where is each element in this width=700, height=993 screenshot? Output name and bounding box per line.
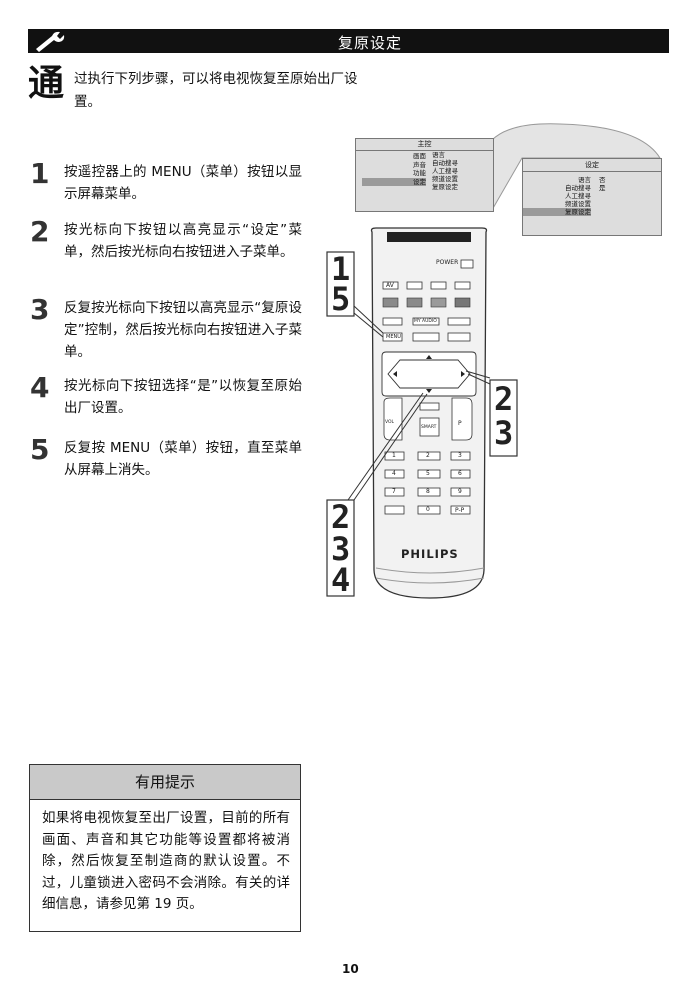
helpful-tip-box: 有用提示 如果将电视恢复至出厂设置，目前的所有画面、声音和其它功能等设置都将被消… [29,764,301,932]
power-button[interactable] [460,259,474,269]
step-number: 4 [30,371,50,404]
settings-menu-item: 自动搜寻 [565,184,591,192]
step-number: 3 [30,293,50,326]
main-menu-subitem: 语言 [432,151,445,159]
digit-2: 2 [426,452,430,459]
picture-button[interactable] [382,317,403,326]
callout-box-down [326,499,355,597]
sleep-button[interactable] [406,281,423,290]
step-text: 按光标向下按钮选择“是”以恢复至原始出厂设置。 [64,378,302,416]
callout-box-menu [326,251,355,317]
menu-label: MENU [386,334,401,340]
callout-number: 5 [331,280,351,318]
number-pad [384,451,471,515]
my-audio-button[interactable] [412,317,440,326]
settings-menu-screenshot: 设定 语言 自动搜寻 人工搜寻 频道设置 复原设定 否 是 [522,158,662,236]
main-menu-item: 声音 [413,160,426,169]
pip-button[interactable] [447,332,471,342]
settings-menu-item-selected: 复原设定 [523,208,591,216]
digit-8: 8 [426,488,430,495]
digit-5: 5 [426,470,430,477]
vol-label: VOL [385,420,395,425]
main-menu-item: 画面 [413,152,426,160]
red-button[interactable] [382,297,399,308]
main-menu-screenshot: 主控 画面 声音 功能 设定 语言 自动搜寻 人工搜寻 频道设置 复原设定 [355,138,494,212]
cursor-left-button[interactable] [393,371,397,377]
digit-7: 7 [392,488,396,495]
step-number: 5 [30,433,50,466]
yellow-button[interactable] [430,297,447,308]
callout-number: 2 [331,498,351,536]
callout-number: 3 [494,414,514,452]
main-menu-subitem: 人工搜寻 [432,167,458,175]
intro-text: 过执行下列步骤，可以将电视恢复至原始出厂设置。 [74,71,358,110]
smart-label: SMART [421,425,437,430]
callout-number: 1 [331,250,351,288]
page-title: 复原设定 [338,34,403,52]
settings-menu-item: 频道设置 [565,200,591,208]
main-menu-title: 主控 [356,139,493,151]
brand-logo: PHILIPS [401,547,459,561]
av-label: AV [386,282,394,289]
cursor-up-button[interactable] [426,355,432,359]
digit-9: 9 [458,488,462,495]
section-header-bar: 复原设定 [28,29,669,53]
digit-4: 4 [392,470,396,477]
freeze-button[interactable] [447,317,471,326]
settings-menu-item: 语言 [578,176,591,184]
main-menu-subitem: 自动搜寻 [432,159,458,167]
program-rocker[interactable] [451,397,473,441]
dual-button[interactable] [454,281,471,290]
step-text: 反复按光标向下按钮以高亮显示“复原设定”控制，然后按光标向右按钮进入子菜单。 [64,300,302,360]
tip-title: 有用提示 [30,765,300,800]
digit-1: 1 [392,452,396,459]
blue-button[interactable] [454,297,471,308]
av-button[interactable] [382,281,399,290]
settings-menu-item: 人工搜寻 [565,192,591,200]
main-menu-subitem: 频道设置 [432,175,458,183]
callout-box-right [489,379,518,457]
main-menu-item-selected: 设定 [362,177,426,186]
step-number: 1 [30,157,50,190]
teletext-button[interactable] [430,281,447,290]
remote-ir-window [387,232,471,242]
intro-initial: 通 [28,63,65,104]
cursor-right-button[interactable] [461,371,465,377]
p-label: P [458,420,462,427]
format-button[interactable] [412,332,440,342]
wrench-icon [36,31,65,52]
main-menu-item: 功能 [413,169,426,177]
step-text: 按光标向下按钮以高亮显示“设定”菜单，然后按光标向右按钮进入子菜单。 [64,222,302,260]
step-text: 反复按 MENU（菜单）按钮，直至菜单从屏幕上消失。 [64,440,302,478]
cursor-down-button[interactable] [426,389,432,393]
callout-number: 3 [331,530,351,568]
pp-label: P-P [455,507,465,514]
callout-number: 2 [494,380,514,418]
digit-3: 3 [458,452,462,459]
step-text: 按遥控器上的 MENU（菜单）按钮以显示屏幕菜单。 [64,164,302,202]
settings-menu-title: 设定 [523,159,661,172]
tip-text: 如果将电视恢复至出厂设置，目前的所有画面、声音和其它功能等设置都将被消除，然后恢… [42,810,290,912]
smart-button[interactable] [419,417,440,437]
digit-6: 6 [458,470,462,477]
my-audio-label: MY AUDIO [414,319,437,324]
mute-button[interactable] [419,402,440,411]
digit-0: 0 [426,506,430,513]
settings-option: 是 [599,184,606,192]
green-button[interactable] [406,297,423,308]
settings-option: 否 [599,176,606,184]
step-number: 2 [30,215,50,248]
main-menu-subitem: 复原设定 [432,183,458,191]
page-number: 10 [342,962,359,976]
callout-number: 4 [331,561,351,599]
power-label: POWER [436,259,459,266]
